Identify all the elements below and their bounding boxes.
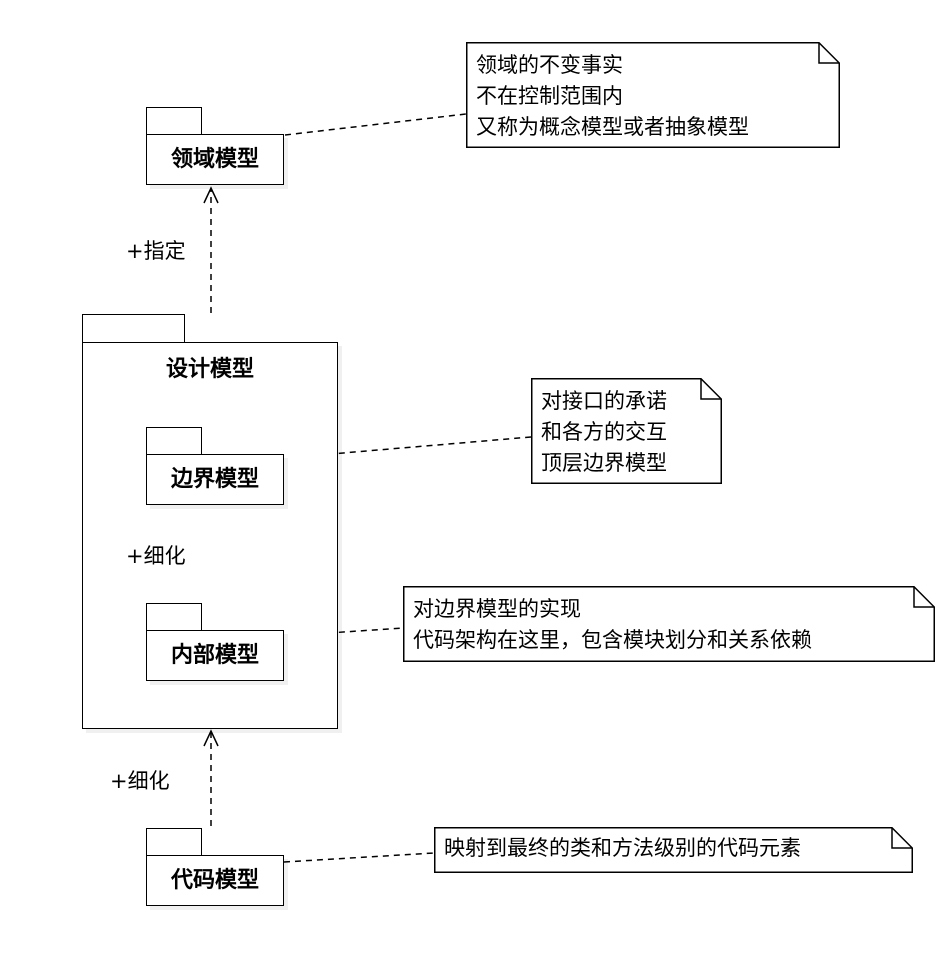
note-domain-line-2: 不在控制范围内 — [476, 84, 623, 108]
package-code[interactable]: 代码模型 — [146, 855, 284, 906]
package-code-tab — [146, 828, 202, 855]
package-domain-tab — [146, 107, 202, 134]
note-boundary[interactable]: 对接口的承诺 和各方的交互 顶层边界模型 — [531, 378, 722, 484]
note-code-shape — [434, 827, 913, 873]
note-anchor-boundary — [283, 436, 532, 459]
dependency-arrowhead-domain — [203, 186, 219, 204]
note-boundary-text: 对接口的承诺 和各方的交互 顶层边界模型 — [541, 386, 704, 479]
note-boundary-line-3: 顶层边界模型 — [541, 451, 667, 475]
dependency-label-refine-internal: +细化 — [126, 544, 186, 568]
package-code-name: 代码模型 — [170, 868, 259, 893]
note-internal-line-1: 对边界模型的实现 — [413, 597, 581, 621]
note-anchor-internal — [283, 627, 404, 637]
note-code-line-1: 映射到最终的类和方法级别的代码元素 — [444, 836, 801, 860]
note-code-text: 映射到最终的类和方法级别的代码元素 — [444, 833, 895, 864]
package-domain-name: 领域模型 — [170, 147, 259, 172]
package-domain[interactable]: 领域模型 — [146, 134, 284, 185]
note-domain-line-1: 领域的不变事实 — [476, 53, 623, 77]
package-design-tab — [82, 314, 185, 342]
note-domain[interactable]: 领域的不变事实 不在控制范围内 又称为概念模型或者抽象模型 — [466, 42, 840, 148]
package-boundary-tab — [146, 427, 202, 454]
note-domain-text: 领域的不变事实 不在控制范围内 又称为概念模型或者抽象模型 — [476, 50, 822, 143]
package-internal-name: 内部模型 — [170, 643, 259, 668]
note-boundary-line-1: 对接口的承诺 — [541, 389, 667, 413]
note-boundary-line-2: 和各方的交互 — [541, 420, 667, 444]
note-internal-shape — [403, 586, 935, 662]
note-internal-line-2: 代码架构在这里，包含模块划分和关系依赖 — [413, 628, 812, 652]
note-anchor-code — [283, 852, 435, 863]
package-design-name: 设计模型 — [165, 357, 254, 382]
note-boundary-shape — [531, 378, 722, 484]
note-domain-shape — [466, 42, 840, 148]
dependency-label-refine-code: +细化 — [110, 769, 170, 793]
package-internal-tab — [146, 603, 202, 630]
dependency-arrowhead-design — [203, 729, 219, 747]
package-boundary[interactable]: 边界模型 — [146, 454, 284, 505]
package-internal[interactable]: 内部模型 — [146, 630, 284, 681]
package-boundary-name: 边界模型 — [170, 467, 259, 492]
note-code[interactable]: 映射到最终的类和方法级别的代码元素 — [434, 827, 913, 873]
note-internal[interactable]: 对边界模型的实现 代码架构在这里，包含模块划分和关系依赖 — [403, 586, 935, 662]
note-internal-text: 对边界模型的实现 代码架构在这里，包含模块划分和关系依赖 — [413, 594, 917, 656]
note-domain-line-3: 又称为概念模型或者抽象模型 — [476, 115, 749, 139]
dependency-label-specify: +指定 — [126, 239, 186, 263]
note-anchor-domain — [284, 113, 467, 136]
